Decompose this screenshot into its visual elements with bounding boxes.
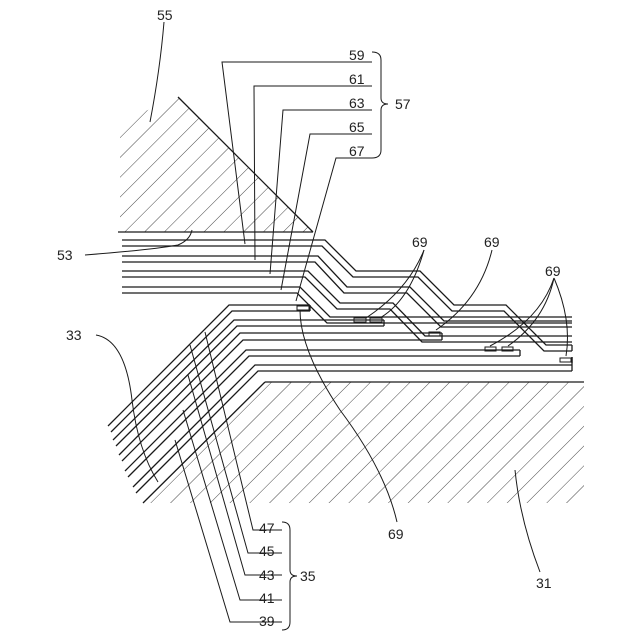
label-41: 41	[259, 590, 275, 606]
upper-block-55	[110, 90, 330, 240]
label-33: 33	[66, 327, 82, 343]
label-45: 45	[259, 543, 275, 559]
label-47: 47	[259, 520, 275, 536]
bracket-35	[282, 522, 297, 630]
label-31: 31	[536, 575, 552, 591]
label-65: 65	[349, 119, 365, 135]
label-67: 67	[349, 143, 365, 159]
label-69-a: 69	[412, 234, 428, 250]
label-63: 63	[349, 95, 365, 111]
bracket-57	[372, 52, 388, 158]
label-69-d: 69	[388, 526, 404, 542]
label-55: 55	[157, 7, 173, 23]
label-69-b: 69	[484, 234, 500, 250]
label-43: 43	[259, 567, 275, 583]
label-59: 59	[349, 47, 365, 63]
label-53: 53	[57, 247, 73, 263]
label-57: 57	[395, 96, 411, 112]
label-69-c: 69	[545, 263, 561, 279]
label-35: 35	[300, 568, 316, 584]
contact-bumps	[297, 306, 571, 362]
label-61: 61	[349, 71, 365, 87]
label-39: 39	[259, 613, 275, 629]
